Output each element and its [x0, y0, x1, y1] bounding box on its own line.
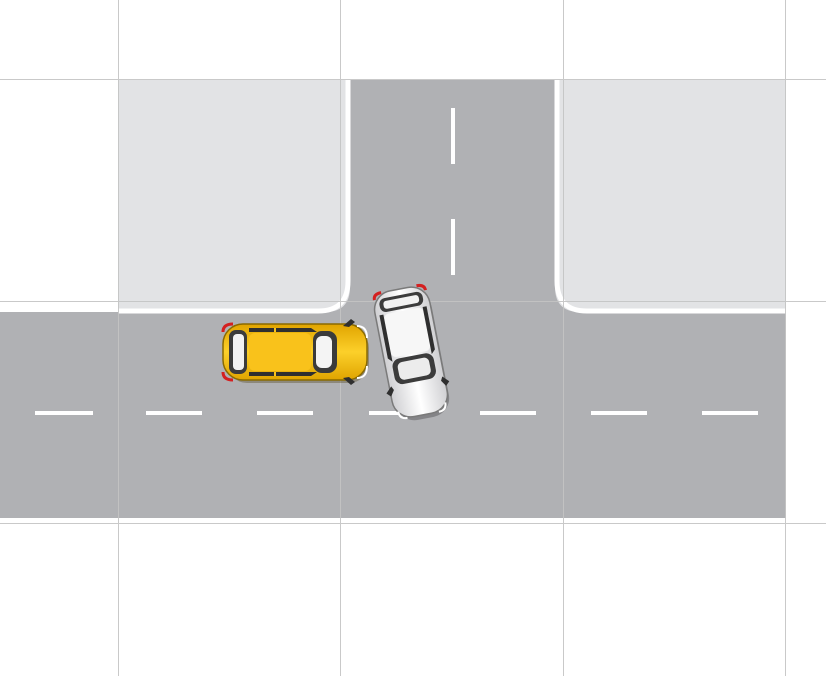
lane-dash — [146, 411, 202, 415]
lane-dash — [451, 219, 455, 275]
lane-dash — [451, 108, 455, 164]
sidewalk-block-right — [555, 80, 786, 312]
lane-dash — [35, 411, 93, 415]
curb-corner-right — [554, 80, 786, 314]
sidewalk-block-left — [118, 80, 350, 312]
lane-dash — [591, 411, 647, 415]
yellow-car — [221, 319, 369, 385]
road-vertical-branch — [350, 80, 555, 320]
lane-markings — [35, 108, 758, 415]
lane-dash — [257, 411, 313, 415]
lane-dash — [702, 411, 758, 415]
white-car — [372, 283, 450, 421]
lane-dash — [369, 411, 425, 415]
lane-dash — [480, 411, 536, 415]
